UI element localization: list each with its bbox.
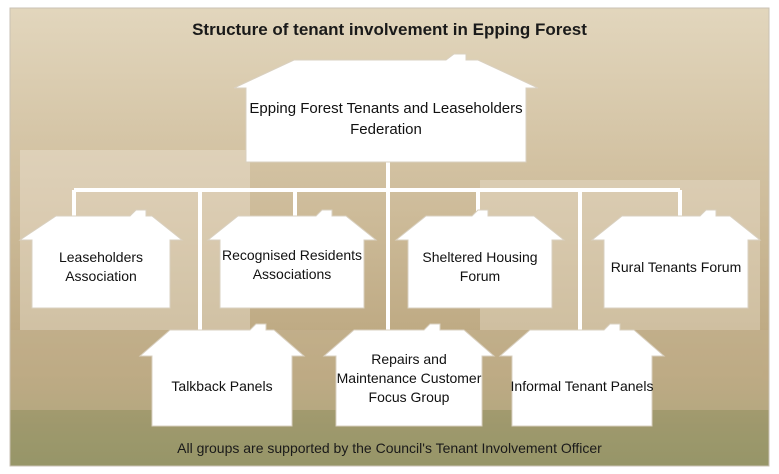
- house-shape: [18, 209, 184, 309]
- house-shape: [498, 323, 666, 427]
- node-label: Recognised Residents Associations: [221, 247, 363, 282]
- node-label: Repairs and Maintenance Customer Focus G…: [336, 350, 482, 405]
- node-leaseholders: Leaseholders Association: [18, 208, 184, 309]
- house-shape: [322, 323, 496, 427]
- node-residents: Recognised Residents Associations: [206, 208, 378, 309]
- node-label: Informal Tenant Panels: [510, 377, 654, 394]
- node-federation: Epping Forest Tenants and Leaseholders F…: [233, 52, 539, 163]
- diagram-title: Structure of tenant involvement in Eppin…: [192, 20, 587, 39]
- house-shape: [394, 209, 566, 309]
- diagram-footer: All groups are supported by the Council'…: [177, 440, 602, 456]
- connector-lines: [72, 158, 682, 335]
- node-informal: Informal Tenant Panels: [498, 322, 666, 427]
- house-shape: [206, 209, 378, 309]
- house-shape: [233, 53, 539, 163]
- node-sheltered: Sheltered Housing Forum: [394, 208, 566, 309]
- node-label: Talkback Panels: [171, 377, 273, 394]
- node-label: Sheltered Housing Forum: [422, 249, 538, 284]
- node-talkback: Talkback Panels: [138, 322, 306, 427]
- outer-border: [9, 7, 770, 467]
- house-shape: [138, 323, 306, 427]
- node-rural: Rural Tenants Forum: [590, 208, 762, 309]
- node-repairs: Repairs and Maintenance Customer Focus G…: [322, 322, 496, 427]
- node-label: Leaseholders Association: [58, 249, 144, 284]
- house-shape: [590, 209, 762, 309]
- node-label: Epping Forest Tenants and Leaseholders F…: [249, 100, 523, 138]
- node-label: Rural Tenants Forum: [610, 258, 742, 275]
